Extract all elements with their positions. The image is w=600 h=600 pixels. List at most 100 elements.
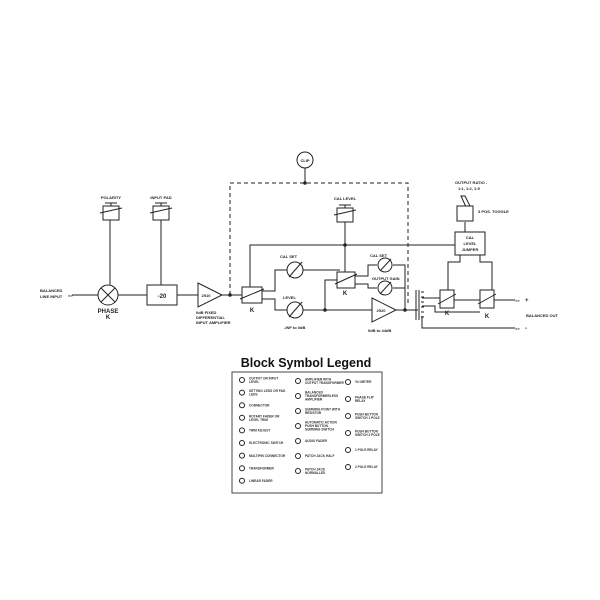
legend-symbol-icon: [295, 393, 301, 399]
output-ratio-options: 1:1, 1:2, 1:5: [458, 186, 481, 191]
legend-title: Block Symbol Legend: [241, 356, 372, 370]
relay-k-label: K: [106, 315, 111, 321]
legend-entry-label: CONNECTOR: [249, 403, 270, 407]
legend-entry-label: 2 POLE RELAY: [355, 465, 379, 469]
legend-entry-label: PATCH JACK HALF: [305, 454, 335, 458]
legend-entry-label: PHASE FLIP RELAY: [355, 395, 375, 403]
legend-entry-label: 1 POLE RELAY: [355, 448, 379, 452]
output-label: BALANCED OUT: [526, 313, 559, 318]
relay-icon: [477, 289, 497, 309]
legend-entry-label: PUSH BUTTON SWITCH 1 POLE: [355, 412, 380, 420]
legend-symbol-icon: [239, 389, 245, 396]
polarity-label: POLARITY: [101, 195, 122, 200]
cal-set-pot-icon: [377, 257, 393, 273]
amp1-caption: DIFFERENTIAL: [196, 315, 225, 320]
amp1-label: 2510: [202, 293, 212, 298]
polarity-switch-icon: [99, 202, 123, 221]
legend-symbol-icon: [239, 477, 245, 484]
relay-k-label: K: [485, 314, 490, 320]
legend-symbol-icon: [239, 427, 245, 434]
level-label: LEVEL: [283, 295, 296, 300]
output-gain-pot-icon: [377, 280, 393, 296]
phase-label: PHASE: [98, 309, 119, 315]
cal-level-jumper-block: [454, 231, 486, 256]
output-arrow-icon: >>: [515, 298, 520, 303]
output-plus: +: [525, 298, 529, 304]
input-label: BALANCED: [40, 288, 63, 293]
amp1-caption: INPUT AMPLIFIER: [196, 320, 231, 325]
legend-symbol-icon: [295, 378, 301, 384]
legend-symbol-icon: [345, 379, 351, 385]
relay-k-label: K: [445, 311, 450, 317]
legend-symbol-icon: [295, 468, 301, 474]
wires: [72, 168, 515, 329]
legend-entry-label: PUSH BUTTON SWITCH 2 POLE: [355, 429, 380, 437]
output-gain-label: OUTPUT GAIN: [372, 276, 400, 281]
legend-entry-label: AMPLIFIER WITH OUTPUT TRANSFORMER: [305, 377, 344, 385]
legend-entry-label: LINEAR FADER: [249, 479, 273, 483]
legend-symbol-icon: [239, 402, 245, 409]
level-range-label: -INF to 0dB: [284, 325, 305, 330]
legend-entry-label: PATCH JACK NORMALLED: [305, 467, 326, 475]
legend-entry-label: BALANCED TRANSFORMERLESS AMPLIFIER: [305, 391, 339, 402]
jumper-label: CAL: [466, 235, 475, 240]
legend-symbol-icon: [239, 414, 245, 421]
legend-symbol-icon: [345, 464, 351, 470]
amp1-caption: 0dB FIXED: [196, 310, 217, 315]
legend-symbol-icon: [239, 465, 245, 472]
relay-k-label: K: [250, 308, 255, 314]
output-minus: -: [525, 326, 527, 332]
amp2-label: 2520: [377, 308, 387, 313]
legend-symbol-icon: [239, 377, 245, 383]
legend-entry-label: MULTIPIN CONNECTOR: [249, 454, 286, 458]
legend-entry-label: SETTING LEDS OR PAD LEDS: [249, 389, 286, 397]
cal-set-label: CAL SET: [280, 254, 298, 259]
level-pot-icon: [286, 301, 304, 319]
output-ratio-label: OUTPUT RATIO -: [455, 180, 488, 185]
phase-flip-relay: [97, 284, 119, 306]
legend-entry-label: SUMMING POINT WITH RESISTOR: [305, 407, 341, 415]
input-label: LINE INPUT: [40, 294, 63, 299]
clip-indicator-icon: [296, 151, 314, 169]
relay-k-label: K: [343, 291, 348, 297]
legend-symbol-icon: [345, 413, 351, 419]
output-arrow-icon: >>: [515, 326, 520, 331]
legend-items: OUTPUT OR INPUT LEVEL SETTING LEDS OR PAD…: [239, 376, 380, 484]
legend-entry-label: ELECTRONIC SWITCH: [249, 441, 284, 445]
legend-symbol-icon: [295, 408, 301, 414]
jumper-label: JUMPER: [462, 247, 479, 252]
legend-entry-label: TRIM ADJUST: [249, 429, 270, 433]
junction-dot: [343, 243, 347, 247]
legend-entry-label: AUDIO FADER: [305, 439, 328, 443]
legend-symbol-icon: [239, 440, 245, 446]
legend-symbol-icon: [345, 447, 351, 453]
toggle-switch-icon: [456, 195, 474, 222]
legend-symbol-icon: [295, 423, 301, 429]
transformer-icon: [415, 290, 424, 320]
junction-dot: [228, 293, 232, 297]
cal-set-label: CAL SET: [370, 253, 388, 258]
input-amplifier-icon: [197, 282, 224, 308]
input-pad-switch-icon: [149, 202, 173, 221]
relay-icon: [437, 289, 457, 309]
toggle-label: 3 POS. TOGGLE: [478, 209, 509, 214]
amp2-caption: 0dB to 44dB: [368, 328, 391, 333]
legend-entry-label: AUTOMATIC ACTION PUSH BUTTON SUMMING SWI…: [305, 421, 338, 432]
legend-entry-label: ROTARY FADER OR LEVEL TRIM: [249, 414, 280, 422]
cal-set-pot-icon: [286, 261, 304, 279]
legend-entry-label: TRANSFORMER: [249, 466, 274, 470]
legend-entry-label: OUTPUT OR INPUT LEVEL: [249, 376, 279, 384]
relay-icon: [239, 286, 265, 304]
jumper-label: LEVEL: [464, 241, 477, 246]
input-pad-label: INPUT PAD: [150, 195, 171, 200]
pad-value: -20: [158, 294, 167, 300]
clip-label: CLIP: [300, 158, 309, 163]
relay-icon: [334, 271, 358, 289]
junction-dot: [323, 308, 327, 312]
junction-dot: [403, 308, 407, 312]
legend-entry-label: VU METER: [355, 380, 372, 384]
input-arrow-icon: >>: [68, 293, 73, 298]
output-amplifier-icon: [371, 297, 398, 323]
cal-level-switch-icon: [333, 204, 357, 223]
